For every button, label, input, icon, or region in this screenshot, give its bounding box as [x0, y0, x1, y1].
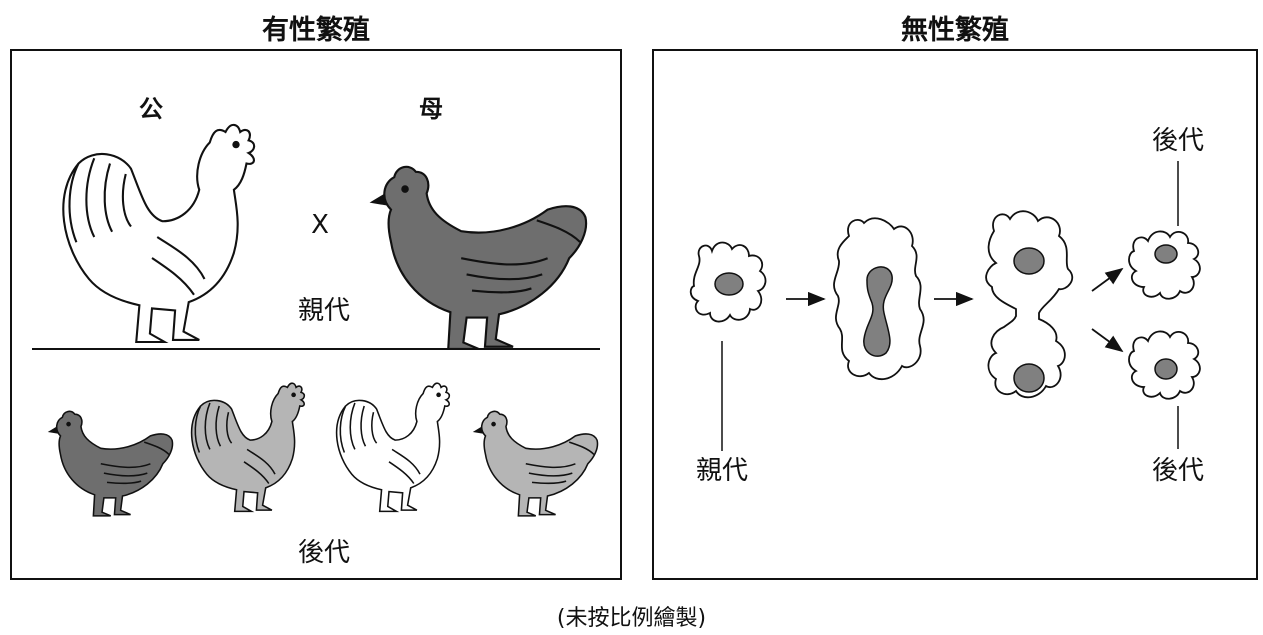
- not-to-scale-caption: (未按比例繪製): [556, 606, 707, 631]
- arrow-upper: [1091, 267, 1124, 292]
- parent-cell: [689, 241, 767, 323]
- asexual-reproduction-panel: 親代 後代 後代: [652, 49, 1258, 580]
- offspring-generation-label: 後代: [298, 538, 350, 568]
- parent-generation-label: 親代: [298, 296, 350, 326]
- dividing-cell: [833, 217, 925, 381]
- sexual-reproduction-panel: 公 母 X 親代 後代: [10, 49, 622, 580]
- cross-symbol: X: [311, 210, 329, 240]
- offspring-bottom-label: 後代: [1152, 456, 1204, 486]
- dividing-cell-nucleus: [863, 266, 893, 357]
- offspring-cell-lower: [1128, 330, 1201, 400]
- offspring-rooster-white-icon: [335, 382, 451, 513]
- rooster-parent-icon: [62, 123, 256, 344]
- offspring-cell-upper: [1128, 230, 1201, 300]
- asexual-reproduction-title: 無性繁殖: [901, 15, 1009, 46]
- male-label: 公: [139, 95, 163, 123]
- offspring-hen-dark-icon: [49, 410, 174, 517]
- asexual-parent-label: 親代: [696, 456, 748, 486]
- offspring-hen-gray-icon: [474, 410, 599, 517]
- hen-parent-icon: [371, 165, 588, 351]
- offspring-upper-nucleus: [1154, 244, 1178, 264]
- upper-cell-nucleus: [1013, 247, 1045, 275]
- sexual-reproduction-diagram: 公 母 X 親代 後代: [32, 95, 600, 568]
- offspring-top-label: 後代: [1152, 126, 1204, 156]
- sexual-reproduction-title: 有性繁殖: [262, 15, 370, 46]
- splitting-cells: [985, 210, 1074, 399]
- lower-cell-nucleus: [1013, 363, 1045, 393]
- offspring-lower-nucleus: [1154, 358, 1178, 380]
- female-label: 母: [419, 95, 443, 123]
- parent-cell-nucleus: [714, 272, 744, 296]
- arrow-lower: [1091, 328, 1124, 353]
- offspring-rooster-gray-icon: [190, 382, 306, 513]
- asexual-reproduction-diagram: 親代 後代 後代: [689, 126, 1204, 486]
